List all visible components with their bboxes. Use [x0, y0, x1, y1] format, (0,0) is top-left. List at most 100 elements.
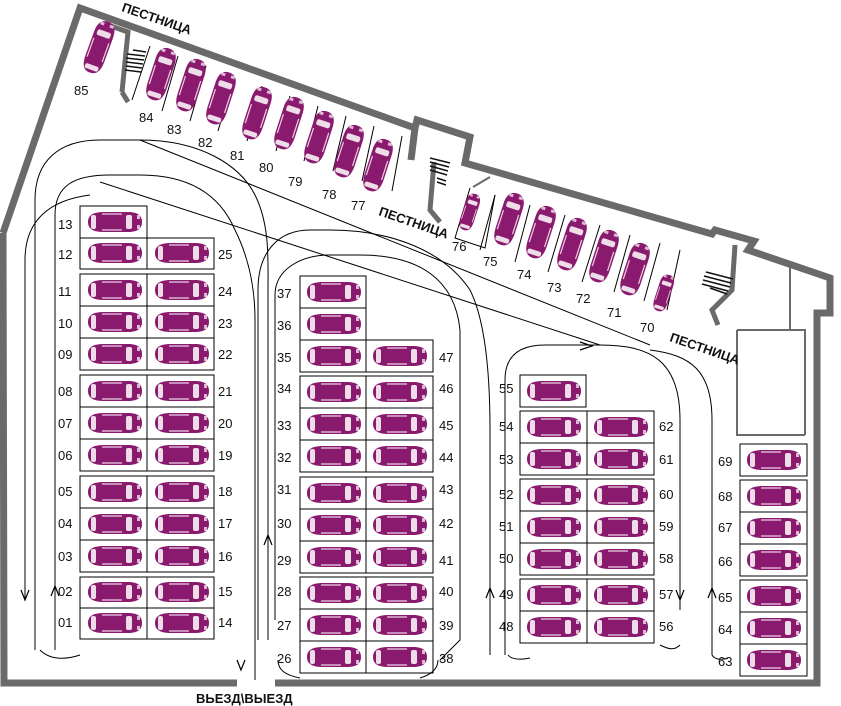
stairs-label-middle: ПЕСТНИЦА [377, 204, 451, 242]
spot-number: 60 [659, 487, 673, 502]
spot-number: 59 [659, 519, 673, 534]
spot-number: 48 [499, 619, 513, 634]
diagonal-upper-numbers: 85 84 83 82 81 80 79 78 77 [74, 83, 365, 213]
spot-number: 16 [218, 549, 232, 564]
column-1-cars [87, 211, 210, 634]
spot-number: 84 [139, 110, 153, 125]
spot-number: 27 [277, 618, 291, 633]
spot-number: 29 [277, 553, 291, 568]
spot-number: 81 [230, 148, 244, 163]
spot-number: 45 [439, 418, 453, 433]
stair-walls [107, 22, 738, 326]
spot-number: 20 [218, 416, 232, 431]
spot-number: 11 [58, 284, 72, 299]
spot-number: 38 [439, 651, 453, 666]
spot-number: 40 [439, 584, 453, 599]
spot-number: 14 [218, 615, 232, 630]
spot-number: 02 [58, 584, 72, 599]
column-4 [739, 443, 808, 677]
spot-number: 69 [718, 454, 732, 469]
spot-number: 28 [277, 584, 291, 599]
entrance-exit-label: ВЬЕЗД\ВЫЕЗД [196, 691, 293, 706]
spot-number: 13 [58, 217, 72, 232]
spot-number: 43 [439, 482, 453, 497]
spot-number: 03 [58, 549, 72, 564]
spot-number: 79 [288, 174, 302, 189]
spot-number: 78 [322, 187, 336, 202]
diagonal-row-lower [454, 187, 681, 314]
spot-number: 32 [277, 450, 291, 465]
spot-number: 01 [58, 615, 72, 630]
spot-number: 33 [277, 418, 291, 433]
spot-number: 63 [718, 654, 732, 669]
column-2 [299, 275, 434, 674]
spot-number: 85 [74, 83, 88, 98]
spot-number: 09 [58, 347, 72, 362]
spot-number: 58 [659, 551, 673, 566]
column-4-numbers: 69 68 67 66 65 64 63 [718, 454, 732, 669]
spot-number: 23 [218, 316, 232, 331]
spot-number: 08 [58, 384, 72, 399]
column-2-numbers: 37 36 35 34 33 32 31 30 29 28 27 26 47 4… [277, 286, 453, 666]
spot-number: 06 [58, 448, 72, 463]
diagonal-lower-numbers: 76 75 74 73 72 71 70 [452, 239, 654, 335]
spot-number: 35 [277, 350, 291, 365]
spot-number: 15 [218, 584, 232, 599]
building-walls [0, 3, 834, 687]
spot-number: 22 [218, 347, 232, 362]
spot-number: 61 [659, 452, 673, 467]
spot-number: 74 [517, 267, 531, 282]
stair-treads [124, 49, 734, 295]
spot-number: 17 [218, 516, 232, 531]
spot-number: 56 [659, 619, 673, 634]
spot-number: 70 [640, 320, 654, 335]
spot-number: 21 [218, 384, 232, 399]
spot-number: 49 [499, 587, 513, 602]
spot-number: 68 [718, 489, 732, 504]
lane-arrows [20, 341, 717, 672]
spot-number: 26 [277, 651, 291, 666]
spot-number: 41 [439, 553, 453, 568]
stairs-label-right: ПЕСТНИЦА [668, 330, 742, 368]
spot-number: 31 [277, 482, 291, 497]
diagonal-row-upper [79, 17, 403, 195]
spot-number: 77 [351, 198, 365, 213]
spot-number: 65 [718, 590, 732, 605]
spot-number: 53 [499, 452, 513, 467]
column-1-numbers: 13 12 11 10 09 08 07 06 05 04 03 02 01 2… [58, 217, 232, 630]
spot-number: 66 [718, 554, 732, 569]
spot-number: 30 [277, 516, 291, 531]
spot-number: 80 [259, 160, 273, 175]
spot-number: 04 [58, 516, 72, 531]
spot-number: 55 [499, 381, 513, 396]
spot-number: 47 [439, 350, 453, 365]
spot-number: 82 [198, 135, 212, 150]
spot-number: 67 [718, 520, 732, 535]
spot-number: 46 [439, 381, 453, 396]
spot-number: 12 [58, 247, 72, 262]
spot-number: 42 [439, 516, 453, 531]
spot-number: 72 [576, 291, 590, 306]
spot-number: 52 [499, 487, 513, 502]
spot-number: 25 [218, 247, 232, 262]
spot-number: 24 [218, 284, 232, 299]
spot-number: 50 [499, 551, 513, 566]
spot-number: 34 [277, 381, 291, 396]
spot-number: 75 [483, 254, 497, 269]
spot-number: 19 [218, 448, 232, 463]
inner-walls [472, 176, 806, 436]
spot-number: 44 [439, 450, 453, 465]
spot-number: 10 [58, 316, 72, 331]
column-4-cars [746, 449, 802, 671]
column-3 [519, 374, 655, 644]
spot-number: 54 [499, 419, 513, 434]
spot-number: 18 [218, 484, 232, 499]
spot-number: 57 [659, 587, 673, 602]
spot-number: 07 [58, 416, 72, 431]
spot-number: 83 [167, 122, 181, 137]
spot-number: 64 [718, 622, 732, 637]
spot-number: 39 [439, 618, 453, 633]
spot-number: 51 [499, 519, 513, 534]
spot-number: 71 [607, 305, 621, 320]
